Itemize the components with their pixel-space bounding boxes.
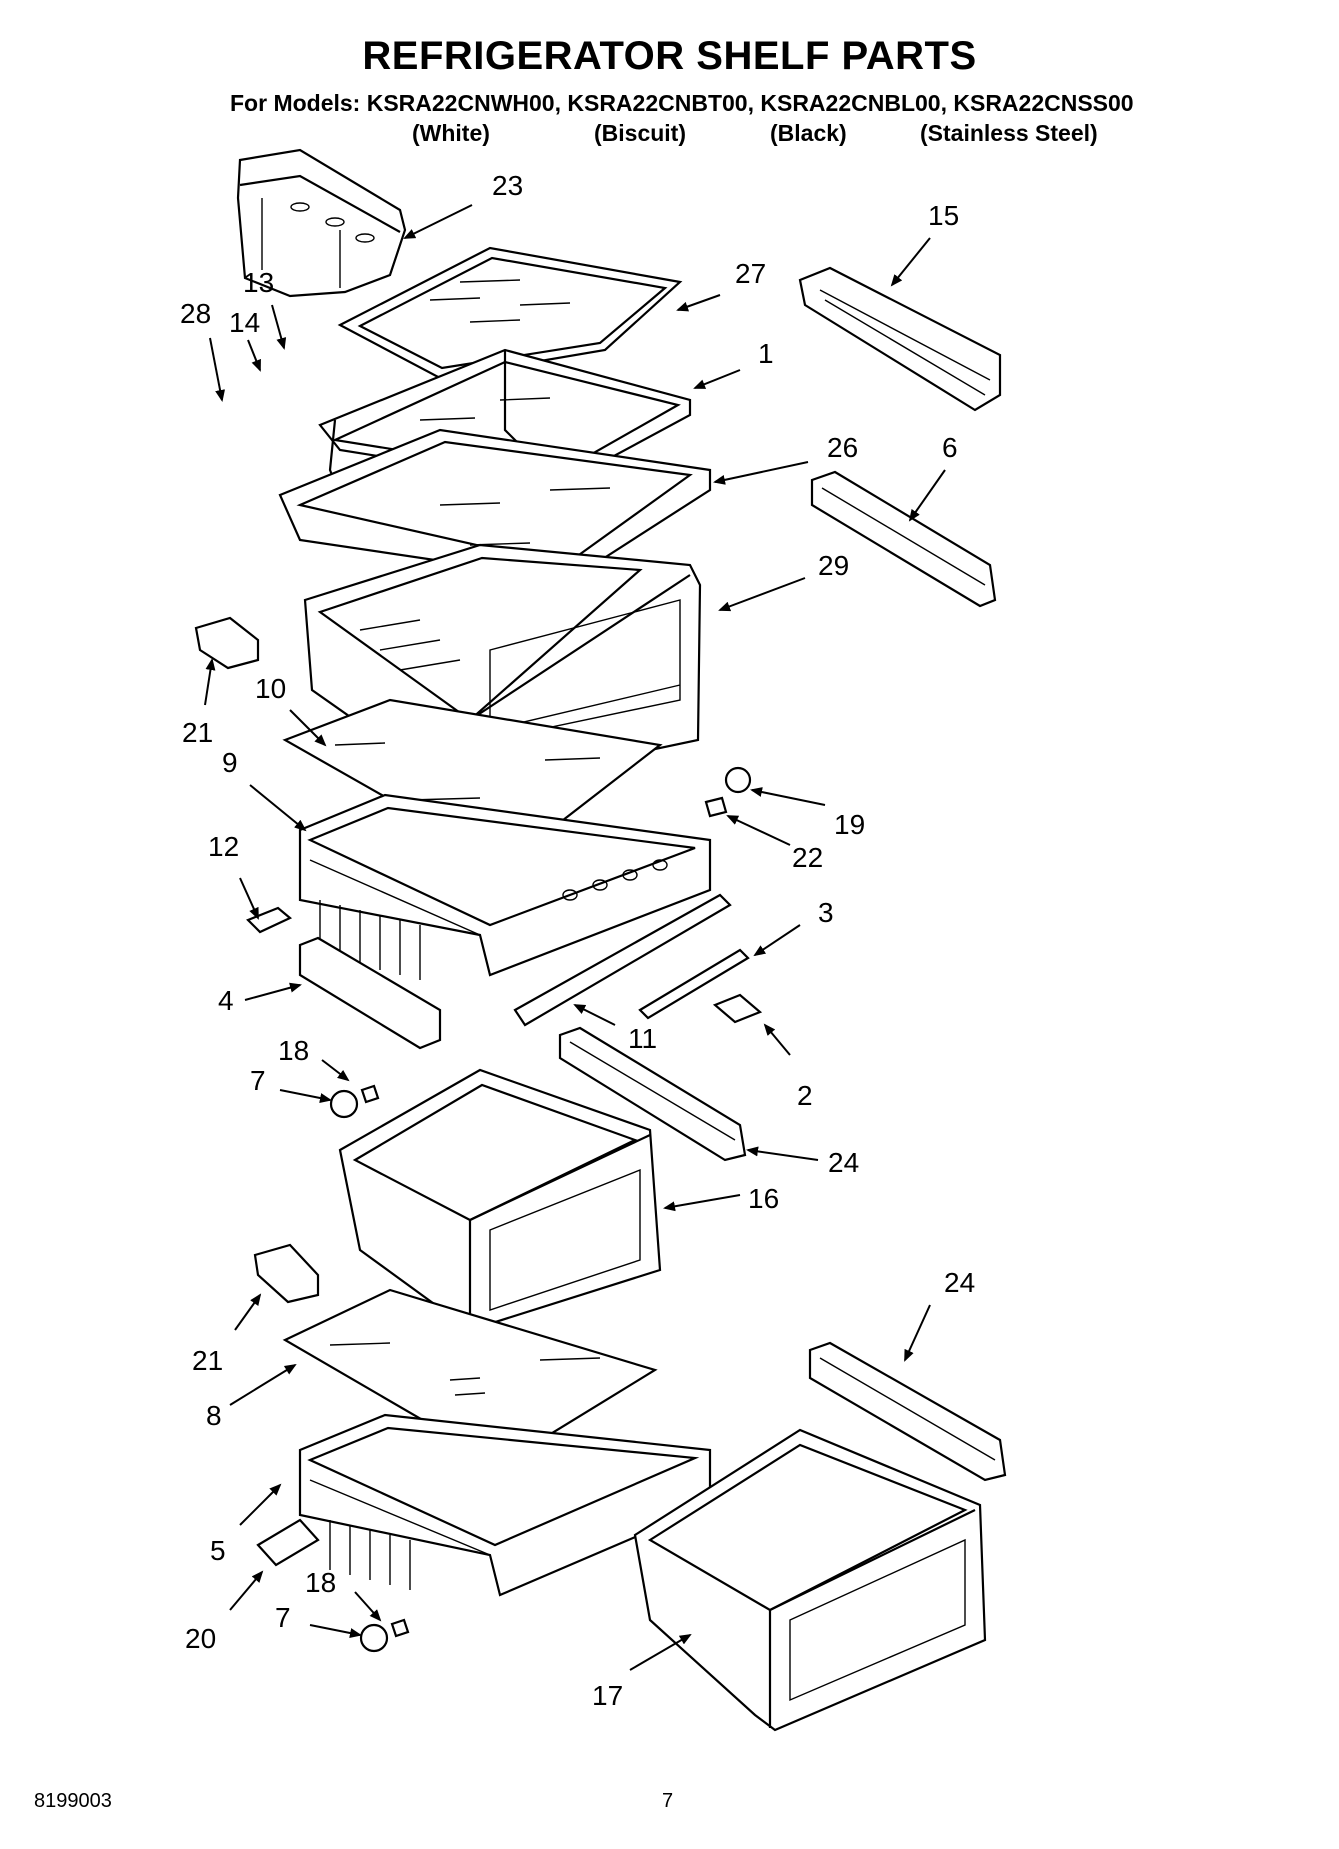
callout-13: 13 <box>243 267 274 298</box>
callout-15: 15 <box>928 200 959 231</box>
page-title: REFRIGERATOR SHELF PARTS <box>362 34 977 78</box>
part-9-frame <box>298 793 712 980</box>
callout-23: 23 <box>492 170 523 201</box>
callout-19: 19 <box>834 809 865 840</box>
callout-4: 4 <box>218 985 234 1016</box>
page-number: 7 <box>662 1790 674 1812</box>
document-number: 8199003 <box>34 1790 112 1812</box>
callout-24-upper: 24 <box>828 1147 859 1178</box>
callout-26: 26 <box>827 432 858 463</box>
callout-8: 8 <box>206 1400 222 1431</box>
part-19-22-fasteners <box>704 766 752 818</box>
color-label-black: (Black) <box>770 120 847 146</box>
callout-21-lower: 21 <box>192 1345 223 1376</box>
part-21-cover-lower <box>253 1243 320 1304</box>
part-18-7-knob-lower <box>359 1618 410 1653</box>
callout-5: 5 <box>210 1535 226 1566</box>
callout-3: 3 <box>818 897 834 928</box>
callout-20: 20 <box>185 1623 216 1654</box>
part-18-7-knob-upper <box>329 1084 380 1119</box>
color-label-biscuit: (Biscuit) <box>594 120 686 146</box>
leader-lines <box>204 204 946 1671</box>
part-11-rod <box>513 893 732 1027</box>
part-2-clip <box>712 993 763 1024</box>
part-15-rail <box>798 266 1002 412</box>
callout-22: 22 <box>792 842 823 873</box>
color-label-stainless: (Stainless Steel) <box>920 120 1098 146</box>
part-26-glass-tray <box>278 428 712 582</box>
callout-29: 29 <box>818 550 849 581</box>
color-label-white: (White) <box>412 120 490 146</box>
callout-labels: 23 15 13 27 28 14 1 26 6 29 21 10 9 19 2… <box>180 170 975 1711</box>
callout-10: 10 <box>255 673 286 704</box>
callout-18-lower: 18 <box>305 1567 336 1598</box>
callout-27: 27 <box>735 258 766 289</box>
callout-9: 9 <box>222 747 238 778</box>
part-24-slide-lower <box>808 1341 1007 1482</box>
part-20-cap <box>256 1518 320 1567</box>
part-21-cover-top <box>194 616 260 670</box>
callout-21-top: 21 <box>182 717 213 748</box>
callout-14: 14 <box>229 307 260 338</box>
part-6-slide <box>810 470 997 608</box>
callout-2: 2 <box>797 1080 813 1111</box>
callout-12: 12 <box>208 831 239 862</box>
part-17-pan <box>633 1428 987 1732</box>
callout-11: 11 <box>628 1023 657 1054</box>
model-list: For Models: KSRA22CNWH00, KSRA22CNBT00, … <box>230 90 1134 116</box>
callout-17: 17 <box>592 1680 623 1711</box>
part-5-frame <box>298 1413 712 1597</box>
callout-7-lower: 7 <box>275 1602 291 1633</box>
callout-1: 1 <box>758 338 774 369</box>
callout-24-lower: 24 <box>944 1267 975 1298</box>
part-24-slide-upper <box>558 1026 747 1162</box>
part-23-bin <box>236 148 407 298</box>
part-4-trim <box>298 936 442 1050</box>
part-27-glass-shelf <box>337 246 683 380</box>
callout-16: 16 <box>748 1183 779 1214</box>
part-12-cap <box>246 906 293 934</box>
callout-7-upper: 7 <box>250 1065 266 1096</box>
callout-6: 6 <box>942 432 958 463</box>
callout-18-upper: 18 <box>278 1035 309 1066</box>
callout-28: 28 <box>180 298 211 329</box>
part-3-bracket <box>638 948 750 1020</box>
part-16-drawer <box>338 1068 662 1332</box>
